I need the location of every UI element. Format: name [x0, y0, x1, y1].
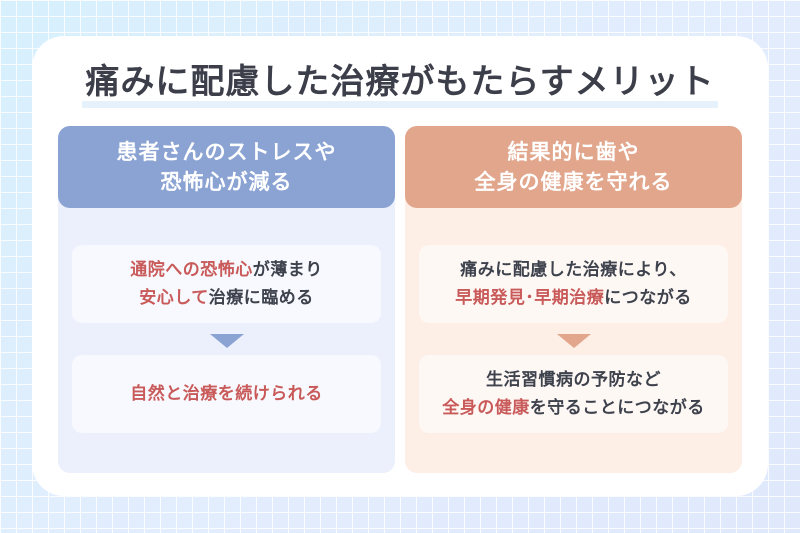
highlight-text: 全身の健康 [442, 398, 530, 418]
highlight-text: 安心して [139, 288, 209, 308]
right-panel-health-protection: 結果的に歯や 全身の健康を守れる 痛みに配慮した治療により、 早期発見･早期治療… [405, 126, 742, 473]
left-panel-stress-reduction: 患者さんのストレスや 恐怖心が減る 通院への恐怖心が薄まり 安心して治療に臨める… [58, 126, 395, 473]
left-header-line1: 患者さんのストレスや [116, 140, 337, 164]
left-benefit-box-1: 通院への恐怖心が薄まり 安心して治療に臨める [72, 245, 381, 323]
left-panel-header: 患者さんのストレスや 恐怖心が減る [58, 126, 395, 208]
body-text: につながる [604, 288, 692, 308]
highlight-text: 早期発見･早期治療 [455, 288, 605, 308]
right-benefit-box-1: 痛みに配慮した治療により、 早期発見･早期治療につながる [419, 245, 728, 323]
page-title: 痛みに配慮した治療がもたらすメリット [85, 62, 715, 102]
left-box1-line2: 安心して治療に臨める [139, 284, 314, 312]
right-benefit-box-2: 生活習慣病の予防など 全身の健康を守ることにつながる [419, 355, 728, 433]
body-text: が薄まり [252, 260, 323, 280]
title-underline [82, 101, 718, 108]
right-header-line1: 結果的に歯や [507, 140, 640, 164]
right-header-line2: 全身の健康を守れる [474, 170, 673, 194]
main-card: 痛みに配慮した治療がもたらすメリット 患者さんのストレスや 恐怖心が減る 通院へ… [32, 36, 768, 496]
right-box1-line1: 痛みに配慮した治療により、 [460, 260, 687, 280]
right-box2-line1: 生活習慣病の予防など [486, 370, 661, 390]
down-arrow-icon [210, 334, 244, 348]
title-area: 痛みに配慮した治療がもたらすメリット [82, 48, 718, 110]
body-text: 治療に臨める [208, 288, 314, 308]
body-text: を守ることにつながる [529, 398, 705, 418]
left-box2-line1: 自然と治療を続けられる [130, 384, 323, 404]
right-box2-line2: 全身の健康を守ることにつながる [442, 394, 705, 422]
left-benefit-box-2: 自然と治療を続けられる [72, 355, 381, 433]
highlight-text: 通院への恐怖心 [130, 260, 253, 280]
down-arrow-icon [557, 334, 591, 348]
right-box1-line2: 早期発見･早期治療につながる [455, 284, 692, 312]
right-panel-header: 結果的に歯や 全身の健康を守れる [405, 126, 742, 208]
left-box1-line1: 通院への恐怖心が薄まり [130, 256, 323, 284]
left-header-line2: 恐怖心が減る [160, 170, 293, 194]
